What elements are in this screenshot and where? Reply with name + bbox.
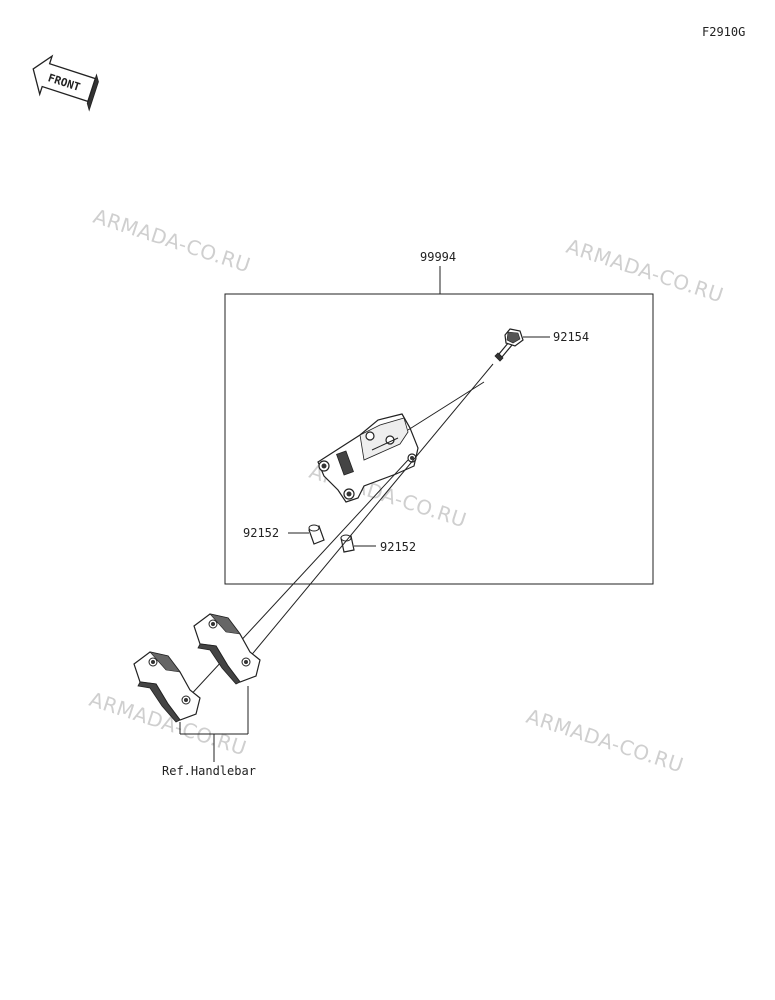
bolt-icon [494, 328, 524, 362]
handlebar-clamp-left-icon [133, 651, 201, 723]
watermark-2: ARMADA-CO.RU [563, 234, 726, 307]
watermark-5: ARMADA-CO.RU [523, 704, 686, 777]
kit-part-number: 99994 [420, 250, 456, 264]
figure-code: F2910G [702, 25, 745, 39]
collar-right-part-number: 92152 [380, 540, 416, 554]
axis-line-1 [243, 363, 494, 665]
kit-box [224, 293, 654, 585]
front-arrow-icon: FRONT [32, 54, 99, 112]
collar-left-icon [308, 524, 325, 545]
handlebar-clamp-right-icon [193, 613, 261, 685]
axis-line-2 [407, 381, 485, 431]
bolt-part-number: 92154 [553, 330, 589, 344]
reference-label: Ref.Handlebar [162, 764, 256, 778]
watermark-1: ARMADA-CO.RU [90, 204, 253, 277]
collar-right-icon [340, 534, 355, 553]
collar-left-part-number: 92152 [243, 526, 279, 540]
